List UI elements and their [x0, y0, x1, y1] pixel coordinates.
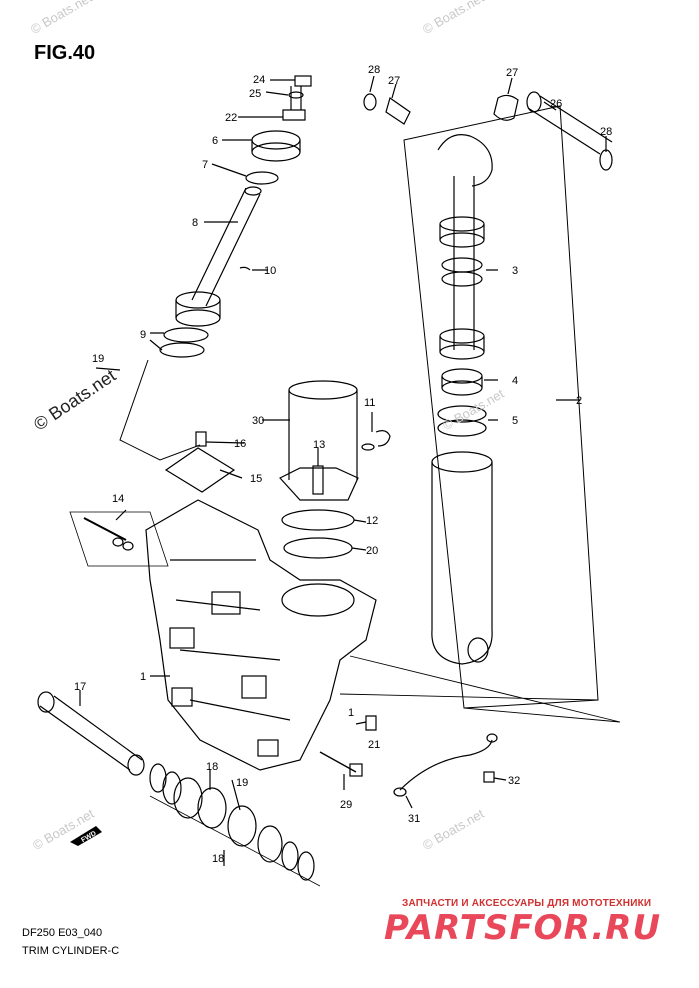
promo-logo: PARTSFOR.RU	[384, 908, 662, 948]
part-19-washer-a	[173, 777, 203, 819]
callout-26: 25	[249, 88, 261, 100]
callout-12: 12	[366, 515, 378, 527]
part-32-bolt	[483, 771, 495, 783]
callout-21: 20	[366, 545, 378, 557]
callout-16: 16	[234, 438, 246, 450]
part-15-plate	[164, 447, 236, 493]
part-13-screw	[312, 465, 324, 495]
callout-24: 26	[550, 98, 562, 110]
part-3-ring-a	[441, 257, 483, 273]
callout-2: 2	[576, 395, 582, 407]
part-25-cap	[294, 75, 312, 87]
ring-b	[162, 771, 182, 805]
part-3-ring-b	[441, 271, 483, 287]
part-29-bolt	[319, 751, 357, 773]
callout-3: 3	[512, 265, 518, 277]
part-5-ring-b	[437, 419, 487, 437]
diagram-lines	[37, 75, 621, 887]
callout-14: 14	[112, 493, 124, 505]
figure-title: FIG.40	[34, 42, 96, 64]
callout-8: 8	[192, 217, 198, 229]
part-31-wire	[399, 739, 493, 791]
part-9-ring-a	[163, 327, 209, 343]
callout-19b: 19	[236, 777, 248, 789]
part-17-pin	[39, 695, 143, 771]
callout-25: 24	[253, 74, 265, 86]
callout-31: 31	[408, 813, 420, 825]
part-8-rod	[191, 187, 261, 307]
part-1-body	[145, 499, 377, 771]
part-5-ring-a	[437, 405, 487, 423]
callout-28b: 28	[600, 126, 612, 138]
callout-19a: 18	[206, 761, 218, 773]
part-2-frame	[403, 105, 599, 709]
callout-20: 19	[92, 353, 104, 365]
callout-9: 9	[140, 329, 146, 341]
part-11-plug	[375, 430, 391, 447]
part-30-reservoir-top	[288, 380, 358, 400]
part-9-ring-b	[159, 342, 205, 358]
callout-13: 13	[313, 439, 325, 451]
part-28-clip-b	[599, 149, 613, 171]
cyl-rod	[453, 176, 475, 350]
piston	[175, 291, 221, 309]
part-28-clip-a	[363, 93, 377, 111]
promo-tagline: ЗАПЧАСТИ И АКСЕССУАРЫ ДЛЯ МОТОТЕХНИКИ	[402, 898, 652, 909]
callout-7: 7	[202, 159, 208, 171]
part-24-pin	[527, 95, 613, 155]
callout-32: 32	[508, 775, 520, 787]
part-21-seal	[283, 537, 353, 559]
callout-1: 1	[140, 671, 146, 683]
part-27-bushing-a	[385, 97, 411, 125]
part-19-washer-b	[227, 805, 257, 847]
part-22-bolt	[365, 715, 377, 731]
part-27-bushing-b	[493, 94, 519, 121]
callout-18: 18	[212, 853, 224, 865]
callout-23: 22	[225, 112, 237, 124]
fwd-label: FWD	[80, 830, 97, 844]
part-26-washer	[288, 91, 304, 99]
callout-6: 6	[212, 135, 218, 147]
rod-eye	[437, 134, 493, 187]
part-6-cap	[251, 130, 301, 150]
body-port	[281, 583, 355, 617]
callout-27a: 27	[388, 75, 400, 87]
cylinder-barrel-top	[431, 451, 493, 473]
model-code: DF250 E03_040	[22, 927, 103, 939]
callout-11: 11	[364, 397, 375, 409]
callout-30: 30	[252, 415, 264, 427]
ring-a	[149, 763, 167, 793]
callout-17: 17	[74, 681, 86, 693]
part-7-oring	[245, 171, 279, 185]
callout-27b: 27	[506, 67, 518, 79]
part-10-pin	[239, 266, 251, 271]
callout-1b: 1	[348, 707, 354, 719]
callout-15: 15	[250, 473, 262, 485]
callout-28a: 28	[368, 64, 380, 76]
callout-labels: 24 25 22 6 7 8 10 9 19 30 13 11 16 15 14…	[74, 64, 612, 865]
part-16-bolt	[195, 431, 207, 447]
fwd-arrow-icon: FWD	[70, 826, 102, 846]
callout-5: 5	[512, 415, 518, 427]
part-23-bolt	[282, 109, 306, 121]
part-12-oring	[281, 509, 355, 531]
callout-29: 29	[340, 799, 352, 811]
callout-4: 4	[512, 375, 518, 387]
callout-22: 21	[368, 739, 380, 751]
section-name: TRIM CYLINDER-C	[22, 945, 120, 957]
callout-10: 10	[264, 265, 276, 277]
